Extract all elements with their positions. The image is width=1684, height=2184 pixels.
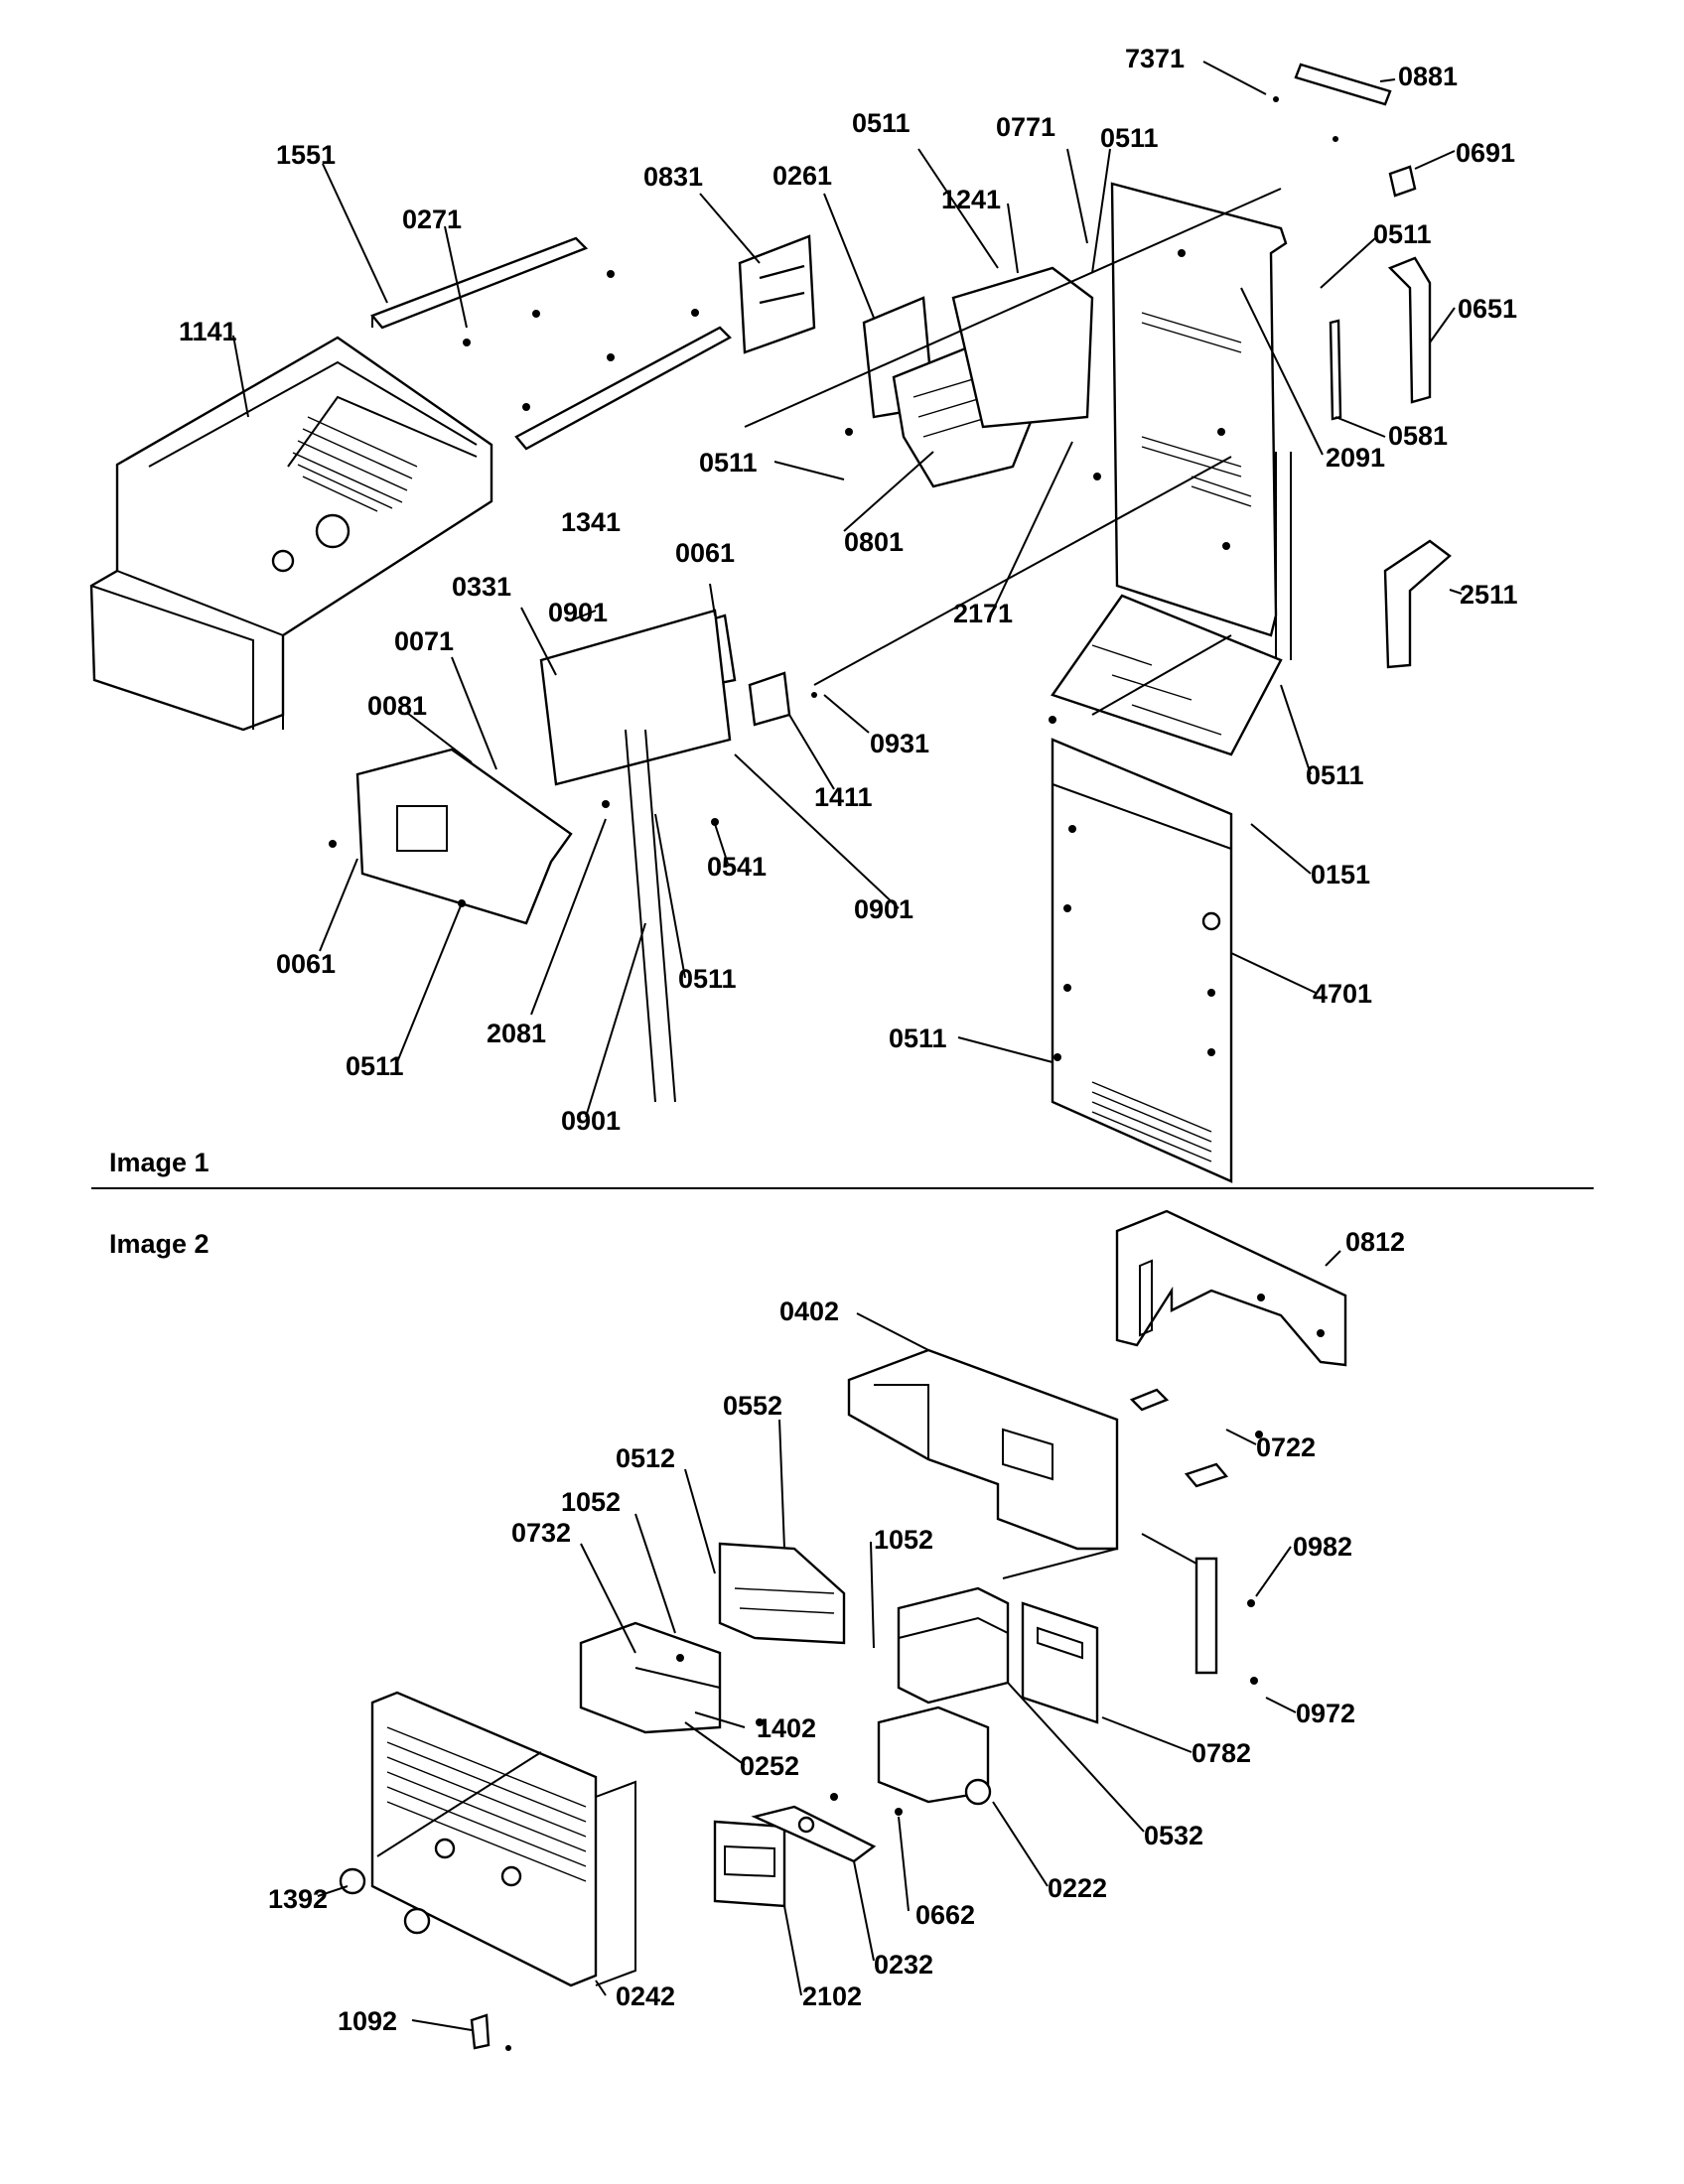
part-label: 1392: [268, 1884, 328, 1914]
section-label-image-2: Image 2: [109, 1229, 210, 1259]
part-label: 0511: [346, 1051, 404, 1081]
part-label: 0982: [1293, 1532, 1352, 1562]
front-panel-0242-shape: [370, 1691, 636, 1987]
part-label: 0402: [779, 1297, 839, 1326]
part-label: 0972: [1296, 1699, 1355, 1728]
part-label: 0511: [1373, 219, 1432, 249]
image-1-leader-lines: [232, 61, 1463, 1118]
part-label: 0511: [1306, 760, 1364, 790]
part-label: 1551: [276, 140, 336, 170]
knob-1392-shape: [339, 1867, 366, 1895]
part-label: 1052: [561, 1487, 621, 1517]
part-label: 0331: [452, 572, 511, 602]
part-label: 0812: [1345, 1227, 1405, 1257]
part-label: 0722: [1256, 1433, 1316, 1462]
part-label: 0151: [1311, 860, 1370, 889]
part-label: 0691: [1456, 138, 1515, 168]
bracket-0552-shape: [718, 1542, 846, 1645]
ice-bucket-shape: [89, 336, 493, 732]
part-label: 0651: [1458, 294, 1517, 324]
part-label: 0512: [616, 1443, 675, 1473]
image-2-part-labels: 0812 0402 0552 0722 0512 1052 1052 0732 …: [268, 1227, 1405, 2036]
part-label: 2081: [487, 1019, 546, 1048]
image-2-drawing: [317, 1209, 1347, 2051]
part-label: 0801: [844, 527, 904, 557]
knob-shape: [403, 1907, 431, 1935]
part-label: 1092: [338, 2006, 397, 2036]
part-label: 0552: [723, 1391, 782, 1421]
part-label: 0061: [675, 538, 735, 568]
part-label: 0901: [854, 894, 913, 924]
cover-0782-shape: [1021, 1601, 1099, 1724]
bracket-0232-shape: [751, 1805, 877, 1863]
part-label: 0511: [889, 1024, 947, 1053]
bracket-0881-shape: [1294, 63, 1392, 106]
bracket-1411-shape: [748, 671, 791, 727]
bracket-2511-shape: [1383, 539, 1452, 669]
part-label: 0782: [1192, 1738, 1251, 1768]
part-label: 0252: [740, 1751, 799, 1781]
ice-maker-shape: [845, 266, 1094, 488]
part-label: 0662: [915, 1900, 975, 1930]
part-label: 0261: [772, 161, 832, 191]
part-label: 0931: [870, 729, 929, 758]
rod-0581-shape: [1329, 319, 1342, 421]
part-label: 2091: [1326, 443, 1385, 473]
bracket-0331-shape: [539, 609, 732, 786]
clip-1092-shape: [470, 2013, 491, 2050]
part-label: 0581: [1388, 421, 1448, 451]
housing-0061-shape: [355, 748, 573, 925]
part-label: 1341: [561, 507, 621, 537]
image-1-drawing: [89, 61, 1463, 1183]
part-label: 0532: [1144, 1821, 1203, 1850]
part-label: 0232: [874, 1950, 933, 1979]
part-label: 0511: [852, 108, 911, 138]
part-label: 2102: [802, 1981, 862, 2011]
part-label: 0881: [1398, 62, 1458, 91]
housing-0402-shape: [847, 1348, 1119, 1551]
panel-4701-shape: [1049, 716, 1233, 1183]
bracket-0831-shape: [738, 234, 816, 354]
part-label: 0081: [367, 691, 427, 721]
part-label: 1411: [814, 782, 873, 812]
part-label: 0511: [678, 964, 737, 994]
part-label: 0061: [276, 949, 336, 979]
spacer-0722-shape: [1129, 1388, 1170, 1412]
top-rail-shape: [370, 236, 615, 346]
part-label: 0901: [548, 598, 608, 627]
part-label: 7371: [1125, 44, 1185, 73]
control-panel-shape: [1093, 182, 1288, 637]
part-label: 1241: [941, 185, 1001, 214]
part-label: 0242: [616, 1981, 675, 2011]
rod-0982-shape: [1194, 1557, 1218, 1675]
housing-0532-shape: [897, 1586, 1010, 1705]
part-label: 0511: [1100, 123, 1159, 153]
part-label: 1052: [874, 1525, 933, 1555]
part-label: 1141: [179, 317, 237, 346]
part-label: 0771: [996, 112, 1055, 142]
part-label: 0831: [643, 162, 703, 192]
part-label: 0271: [402, 205, 462, 234]
image-1-part-labels: 7371 0881 0511 0771 0511 0691 1551 0271 …: [179, 44, 1518, 1136]
bracket-0812-shape: [1115, 1209, 1347, 1367]
part-label: 2511: [1460, 580, 1518, 610]
part-label: 2171: [953, 599, 1013, 628]
housing-0732-shape: [579, 1621, 722, 1734]
panel-0151-shape: [1051, 594, 1283, 756]
image-2-leader-lines: [317, 1250, 1341, 2031]
part-label: 0901: [561, 1106, 621, 1136]
section-label-image-1: Image 1: [109, 1148, 210, 1177]
part-label: 0541: [707, 852, 767, 882]
bracket-0651-shape: [1387, 256, 1432, 404]
part-label: 4701: [1313, 979, 1372, 1009]
part-label: 0222: [1048, 1873, 1107, 1903]
part-label: 0732: [511, 1518, 571, 1548]
lower-rail-shape: [514, 309, 732, 451]
part-label: 0071: [394, 626, 454, 656]
part-label: 1402: [757, 1713, 816, 1743]
part-label: 0511: [699, 448, 758, 478]
block-0691-shape: [1388, 165, 1417, 198]
